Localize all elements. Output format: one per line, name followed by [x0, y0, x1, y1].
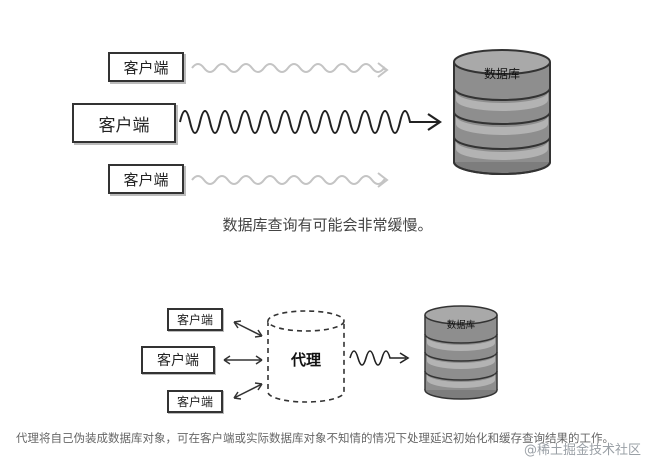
double-arrow-2: [223, 355, 263, 365]
caption-bottom: 代理将自己伪装成数据库对象，可在客户端或实际数据库对象不知情的情况下处理延迟初始…: [16, 431, 614, 445]
database-cylinder-top: [453, 49, 551, 175]
caption-top: 数据库查询有可能会非常缓慢。: [222, 216, 433, 234]
client-box-top-3: 客户端: [108, 164, 184, 194]
database-label-top: 数据库: [484, 66, 520, 81]
faint-wave-top: [191, 63, 386, 73]
arrow-head-proxy: [399, 352, 410, 364]
proxy-label: 代理: [290, 351, 321, 369]
client-box-top-1: 客户端: [108, 52, 184, 82]
arrow-head-middle: [427, 113, 442, 131]
watermark: @稀土掘金技术社区: [523, 443, 641, 458]
client-label: 客户端: [98, 115, 150, 136]
client-label: 客户端: [176, 395, 213, 409]
faint-wave-bottom: [191, 175, 385, 185]
client-box-top-2: 客户端: [72, 103, 176, 143]
double-arrows: [223, 320, 263, 400]
client-label: 客户端: [123, 58, 169, 77]
database-label-bottom: 数据库: [447, 319, 476, 331]
proxy-cylinder: [267, 310, 345, 403]
client-label: 客户端: [157, 353, 199, 369]
arrow-head-top: [377, 62, 389, 78]
client-box-bottom-3: 客户端: [167, 390, 223, 413]
client-box-bottom-1: 客户端: [167, 308, 223, 331]
double-arrow-3: [233, 382, 263, 400]
arrow-head-bottom: [377, 172, 389, 188]
client-label: 客户端: [123, 170, 169, 189]
client-label: 客户端: [176, 313, 213, 327]
client-box-bottom-2: 客户端: [141, 346, 215, 374]
database-cylinder-bottom: [424, 305, 498, 400]
double-arrow-1: [233, 320, 263, 338]
wave-proxy-to-db: [349, 350, 406, 366]
strong-wave-middle: [179, 110, 438, 134]
